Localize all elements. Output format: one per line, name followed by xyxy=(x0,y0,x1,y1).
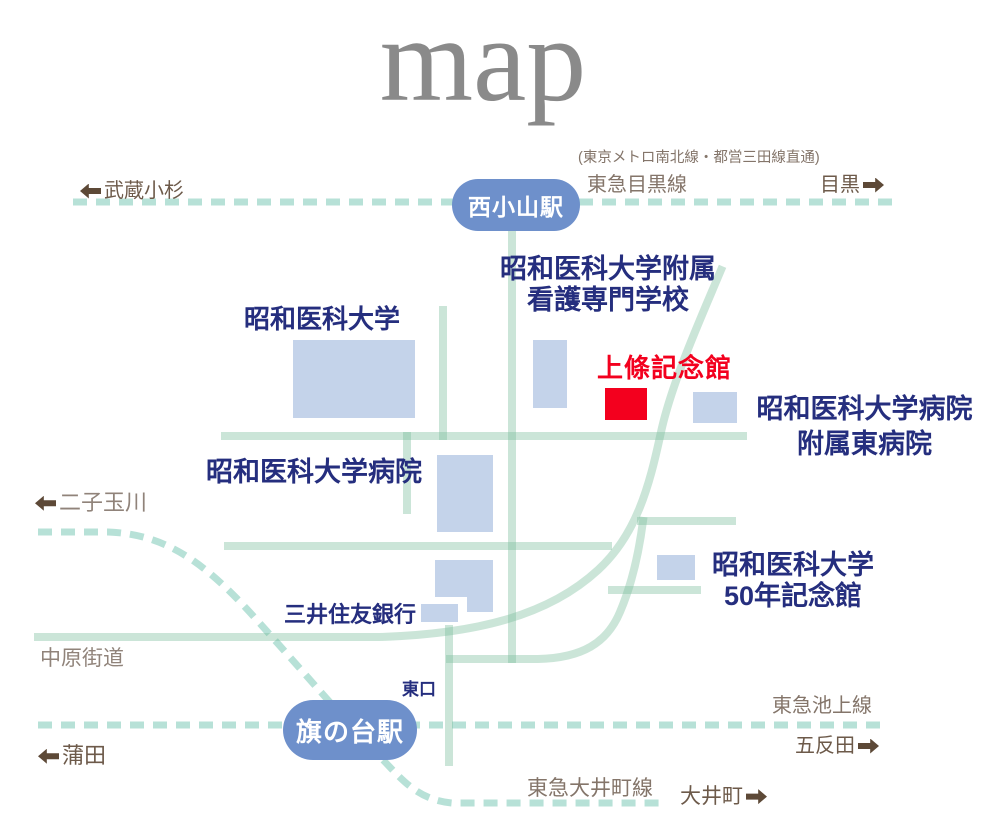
label-kamijo-memorial: 上條記念館 xyxy=(597,353,733,383)
label-east-exit: 東口 xyxy=(402,680,436,699)
direction-oimachi: 大井町 xyxy=(680,784,767,809)
arrow-right-icon xyxy=(863,177,884,193)
label-nursing-school: 昭和医科大学附属 看護専門学校 xyxy=(482,254,734,316)
station-badge-nishikoyama: 西小山駅 xyxy=(452,179,580,231)
label-50th-memorial: 昭和医科大学 50年記念館 xyxy=(668,550,918,612)
direction-label: 武蔵小杉 xyxy=(104,180,184,202)
label-nakahara-kaido: 中原街道 xyxy=(40,647,124,670)
label-line: 50年記念館 xyxy=(723,581,863,611)
label-line: 昭和医科大学病院 xyxy=(756,394,973,424)
building-university xyxy=(293,340,415,418)
arrow-right-icon xyxy=(858,738,879,754)
building-bank xyxy=(421,604,458,622)
label-line: 附属東病院 xyxy=(797,429,932,459)
oimachi-line-name: 東急大井町線 xyxy=(527,777,653,800)
label-east-hospital: 昭和医科大学病院 附属東病院 xyxy=(742,392,987,462)
railway-tokyu-oimachi-line xyxy=(38,528,660,807)
road-nakahara-kaido-curve xyxy=(34,264,727,641)
label-university: 昭和医科大学 xyxy=(244,304,401,334)
station-label: 旗の台駅 xyxy=(295,716,404,747)
label-line: 昭和医科大学 xyxy=(712,550,874,580)
arrow-left-icon xyxy=(38,748,59,764)
building-kamijo-memorial-highlight xyxy=(605,388,647,420)
direction-label: 目黒 xyxy=(820,174,860,196)
station-label: 西小山駅 xyxy=(468,194,564,220)
station-badge-hatanodai: 旗の台駅 xyxy=(283,700,417,760)
label-bank: 三井住友銀行 xyxy=(284,602,417,627)
meguro-line-name: 東急目黒線 xyxy=(587,174,687,196)
road-inner-curve xyxy=(446,516,648,663)
building-east-hospital xyxy=(693,392,737,423)
label-hospital: 昭和医科大学病院 xyxy=(206,457,422,487)
ikegami-line-name: 東急池上線 xyxy=(772,695,872,717)
arrow-left-icon xyxy=(35,495,56,511)
direction-label: 蒲田 xyxy=(62,743,107,768)
label-line: 昭和医科大学附属 xyxy=(500,254,716,284)
building-hospital xyxy=(437,455,493,532)
direction-label: 二子玉川 xyxy=(59,490,148,515)
building-50th-memorial xyxy=(657,555,695,580)
building-nursing-school xyxy=(533,340,567,408)
direction-meguro: 目黒 xyxy=(820,173,884,197)
meguro-line-note: (東京メトロ南北線・都営三田線直通) xyxy=(578,150,820,166)
page-title: map xyxy=(379,0,587,126)
arrow-right-icon xyxy=(746,789,767,805)
direction-label: 大井町 xyxy=(680,785,743,808)
direction-musashikosugi: 武蔵小杉 xyxy=(80,179,184,203)
arrow-left-icon xyxy=(80,183,101,199)
direction-gotanda: 五反田 xyxy=(795,734,879,758)
building-hospital-annex xyxy=(435,560,493,612)
label-line: 看護専門学校 xyxy=(527,285,689,315)
direction-futakotamagawa: 二子玉川 xyxy=(35,490,147,516)
direction-kamata: 蒲田 xyxy=(38,743,106,769)
direction-label: 五反田 xyxy=(795,735,855,757)
